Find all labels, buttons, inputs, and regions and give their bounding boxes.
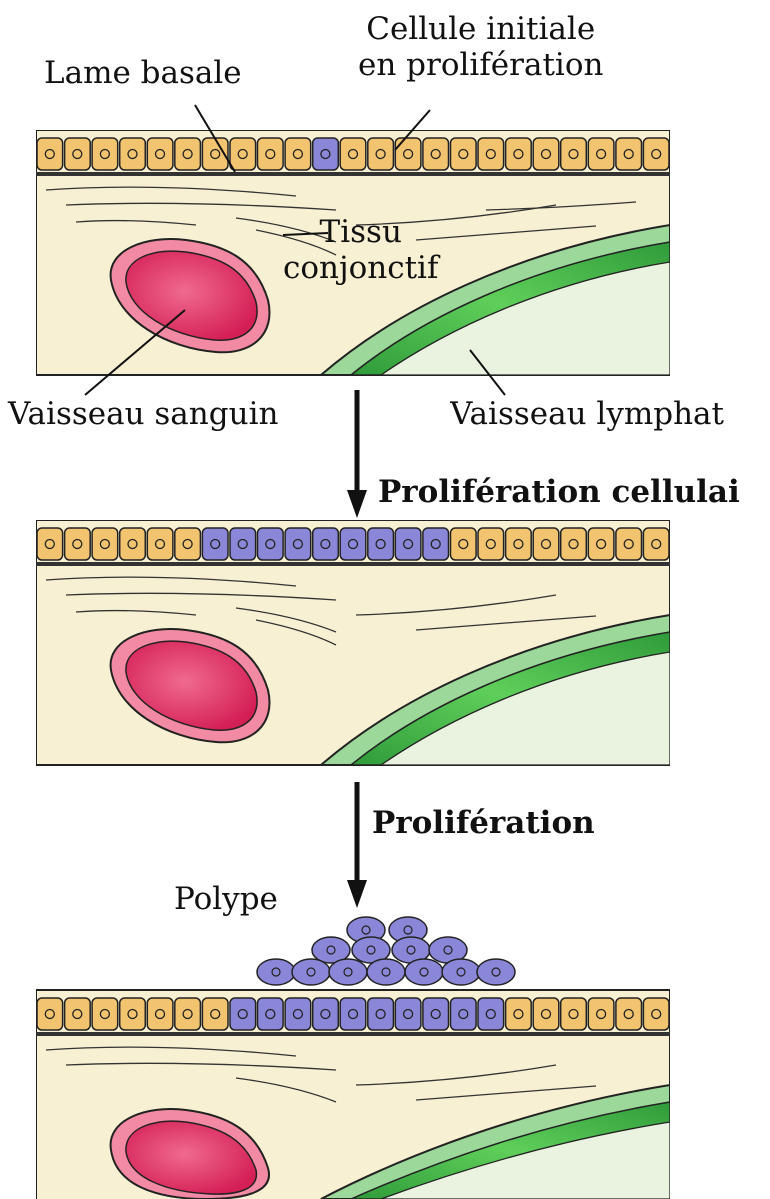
polyp-cells bbox=[257, 917, 515, 985]
epithelial-cell bbox=[423, 528, 449, 560]
epithelial-cell bbox=[120, 138, 146, 170]
lymph-vessel-label: Vaisseau lymphat bbox=[450, 397, 770, 433]
epithelial-cell bbox=[313, 138, 339, 170]
epithelial-cell bbox=[423, 138, 449, 170]
epithelial-cell bbox=[65, 138, 91, 170]
epithelial-cell bbox=[588, 998, 614, 1030]
epithelial-cell bbox=[451, 998, 477, 1030]
epithelial-cell bbox=[506, 528, 532, 560]
epithelial-cell bbox=[340, 998, 366, 1030]
tissue-panel-polyp bbox=[36, 910, 670, 1199]
polyp-cell bbox=[257, 959, 295, 985]
epithelial-cell bbox=[258, 528, 284, 560]
epithelial-cell bbox=[423, 998, 449, 1030]
epithelium-cells bbox=[37, 528, 669, 560]
epithelial-cell bbox=[230, 138, 256, 170]
connective-tissue-label-line1: Tissu bbox=[283, 215, 438, 251]
epithelial-cell bbox=[533, 138, 559, 170]
initial-cell-label-line2: en prolifération bbox=[358, 48, 603, 84]
epithelial-cell bbox=[65, 998, 91, 1030]
epithelial-cell bbox=[285, 998, 311, 1030]
epithelial-cell bbox=[616, 998, 642, 1030]
epithelial-cell bbox=[175, 998, 201, 1030]
polyp-cell bbox=[292, 959, 330, 985]
epithelial-cell bbox=[230, 528, 256, 560]
epithelial-cell bbox=[395, 138, 421, 170]
epithelial-cell bbox=[368, 528, 394, 560]
epithelial-cell bbox=[65, 528, 91, 560]
epithelial-cell bbox=[147, 138, 173, 170]
epithelial-cell bbox=[258, 998, 284, 1030]
initial-cell-label: Cellule initiale en prolifération bbox=[358, 12, 603, 83]
basal-lamina bbox=[36, 1032, 670, 1036]
epithelial-cell bbox=[643, 528, 669, 560]
epithelial-cell bbox=[588, 528, 614, 560]
epithelial-cell bbox=[533, 528, 559, 560]
epithelial-cell bbox=[202, 998, 228, 1030]
arrow-step1 bbox=[345, 390, 369, 520]
epithelial-cell bbox=[147, 528, 173, 560]
polyp-cell bbox=[477, 959, 515, 985]
epithelial-cell bbox=[643, 138, 669, 170]
epithelium-cells bbox=[37, 998, 669, 1030]
epithelial-cell bbox=[120, 998, 146, 1030]
epithelial-cell bbox=[258, 138, 284, 170]
epithelial-cell bbox=[616, 528, 642, 560]
epithelial-cell bbox=[340, 528, 366, 560]
epithelial-cell bbox=[92, 528, 118, 560]
polyp-label: Polype bbox=[174, 882, 278, 918]
polyp-cell bbox=[367, 959, 405, 985]
epithelial-cell bbox=[285, 528, 311, 560]
epithelial-cell bbox=[37, 998, 63, 1030]
epithelial-cell bbox=[561, 528, 587, 560]
step2-label: Prolifération bbox=[372, 806, 595, 842]
epithelial-cell bbox=[451, 528, 477, 560]
epithelial-cell bbox=[37, 138, 63, 170]
epithelial-cell bbox=[175, 138, 201, 170]
polyp-cell bbox=[442, 959, 480, 985]
epithelial-cell bbox=[368, 138, 394, 170]
epithelial-cell bbox=[561, 998, 587, 1030]
step1-label: Prolifération cellulai bbox=[378, 475, 770, 511]
epithelial-cell bbox=[395, 998, 421, 1030]
epithelial-cell bbox=[478, 998, 504, 1030]
epithelial-cell bbox=[643, 998, 669, 1030]
epithelial-cell bbox=[616, 138, 642, 170]
epithelial-cell bbox=[175, 528, 201, 560]
epithelial-cell bbox=[230, 998, 256, 1030]
epithelial-cell bbox=[37, 528, 63, 560]
epithelial-cell bbox=[506, 138, 532, 170]
tissue-panel-proliferation bbox=[36, 520, 670, 770]
initial-cell-label-line1: Cellule initiale bbox=[358, 12, 603, 48]
epithelial-cell bbox=[588, 138, 614, 170]
epithelial-cell bbox=[147, 998, 173, 1030]
polyp-cell bbox=[329, 959, 367, 985]
blood-vessel-label: Vaisseau sanguin bbox=[8, 397, 278, 433]
epithelial-cell bbox=[506, 998, 532, 1030]
epithelial-cell bbox=[92, 998, 118, 1030]
epithelial-cell bbox=[313, 528, 339, 560]
epithelial-cell bbox=[368, 998, 394, 1030]
epithelial-cell bbox=[561, 138, 587, 170]
epithelial-cell bbox=[478, 528, 504, 560]
epithelial-cell bbox=[451, 138, 477, 170]
epithelial-cell bbox=[478, 138, 504, 170]
epithelial-cell bbox=[340, 138, 366, 170]
basal-lamina-label: Lame basale bbox=[44, 56, 242, 92]
epithelial-cell bbox=[202, 138, 228, 170]
epithelial-cell bbox=[395, 528, 421, 560]
epithelial-cell bbox=[285, 138, 311, 170]
epithelial-cell bbox=[120, 528, 146, 560]
epithelial-cell bbox=[533, 998, 559, 1030]
arrow-step2 bbox=[345, 782, 369, 910]
polyp-cell bbox=[405, 959, 443, 985]
epithelial-cell bbox=[202, 528, 228, 560]
epithelial-cell bbox=[92, 138, 118, 170]
connective-tissue-label-line2: conjonctif bbox=[283, 251, 438, 287]
epithelium-cells bbox=[37, 138, 669, 170]
epithelial-cell bbox=[313, 998, 339, 1030]
basal-lamina bbox=[36, 172, 670, 176]
connective-tissue-label: Tissu conjonctif bbox=[283, 215, 438, 286]
basal-lamina bbox=[36, 562, 670, 566]
